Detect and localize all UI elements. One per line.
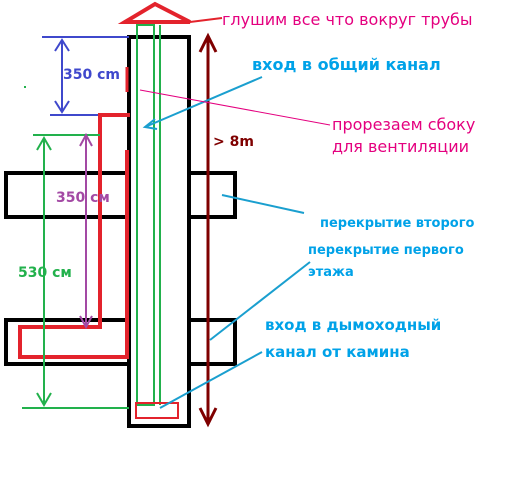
- label-cut-side-2: для вентиляции: [332, 137, 469, 156]
- floor-slab-first: [4, 318, 237, 366]
- label-top-note: глушим все что вокруг трубы: [222, 10, 473, 29]
- dim-middle-arrow-down: [79, 315, 93, 330]
- label-cut-side-1: прорезаем сбоку: [332, 115, 475, 134]
- dim-top-arrow-down: [54, 100, 70, 114]
- label-entry-common: вход в общий канал: [252, 55, 441, 74]
- dim-middle-arrow-up: [79, 132, 93, 147]
- pointer-entry-chimney: [159, 351, 263, 409]
- cap-pointer: [189, 17, 223, 23]
- floor-slab-second: [4, 171, 237, 219]
- label-floor1-1: перекрытие первого: [308, 243, 464, 258]
- dim-left-arrow-up: [36, 136, 52, 151]
- pointer-floor1: [209, 261, 311, 341]
- label-entry-chimney-1: вход в дымоходный: [265, 316, 441, 334]
- label-floor2: перекрытие второго: [320, 216, 475, 231]
- label-entry-chimney-2: канал от камина: [265, 343, 410, 361]
- pointer-entry-common-head: [142, 118, 158, 130]
- chimney-cap: [117, 1, 191, 24]
- inner-flue-channel: [136, 24, 155, 406]
- dim-left-arrow-down: [36, 392, 52, 407]
- height-arrow-head-top: [198, 32, 218, 53]
- dim-top-arrow-up: [54, 38, 70, 52]
- label-floor1-2: этажа: [308, 265, 354, 280]
- label-dim-top: 350 cm: [63, 67, 120, 83]
- fireplace-entry-box: [135, 402, 179, 419]
- label-height-total: > 8m: [213, 134, 254, 150]
- label-dim-left: 530 см: [18, 265, 72, 281]
- ventilation-duct: [18, 113, 130, 359]
- pointer-cut-side: [139, 89, 331, 126]
- height-arrow-head-bottom: [198, 407, 218, 428]
- stray-dot: [24, 86, 26, 88]
- pointer-floor2: [221, 194, 305, 214]
- label-dim-middle: 350 см: [56, 190, 110, 206]
